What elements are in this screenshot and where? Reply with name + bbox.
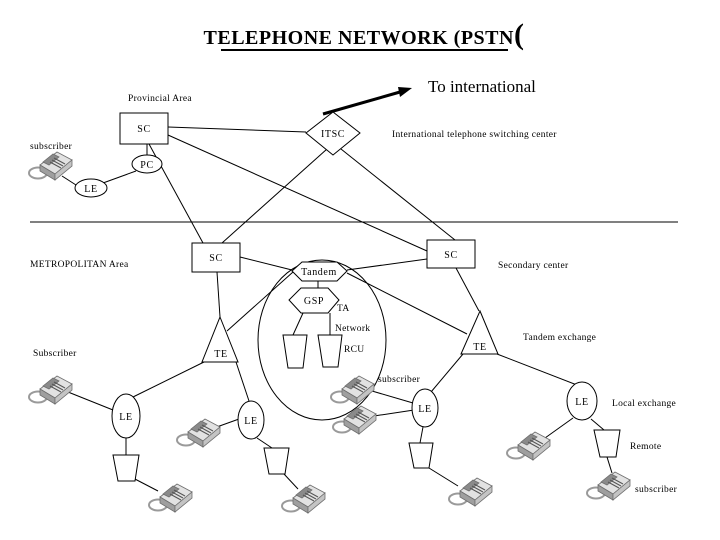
node-labels: SC ITSC PC LE SC SC Tandem GSP TE TE LE …	[84, 124, 588, 427]
te-left-label: TE	[214, 349, 227, 360]
phone-icon	[281, 484, 326, 514]
phone-icon	[332, 405, 377, 435]
sc-metro-left-label: SC	[209, 253, 222, 264]
links	[30, 126, 678, 492]
remote-label: Remote	[630, 442, 661, 452]
remote-unit2-trapezoid	[263, 447, 290, 475]
ta-label: TA	[337, 304, 350, 314]
link-remote-unit1-subscriber	[132, 477, 159, 492]
remote-unit3-trapezoid	[408, 442, 434, 469]
pc-oval	[131, 154, 163, 174]
remote-trapezoid	[593, 429, 621, 458]
link-remote-unit2-subscriber	[283, 473, 299, 490]
le-provincial-label: LE	[84, 184, 97, 195]
sc-metro-right-box	[426, 239, 476, 269]
subscriber-inner-label: subscriber	[378, 375, 421, 385]
phone-icon	[176, 418, 221, 448]
metro-network-ring	[257, 259, 387, 421]
itsc-diamond	[305, 111, 361, 156]
link-le2-remote-unit	[256, 437, 273, 449]
itsc-caption: International telephone switching center	[392, 130, 557, 140]
sc-provincial-box	[119, 112, 169, 145]
annotation-labels: To international Provincial Area Interna…	[30, 77, 678, 495]
link-gsp-rcu-left	[292, 312, 304, 336]
rcu-right-trapezoid	[317, 334, 343, 368]
metropolitan-area-label: METROPOLITAN Area	[30, 260, 129, 270]
to-international-arrow	[322, 87, 412, 116]
le-provincial-oval	[74, 178, 108, 198]
network-label: Network	[335, 324, 370, 334]
phone-icon	[28, 375, 73, 405]
remote-unit1-trapezoid	[112, 454, 140, 482]
tandem-label: Tandem	[301, 267, 337, 278]
link-msc-right-te-right	[455, 267, 480, 312]
subscriber-bottom-label: subscriber	[635, 485, 678, 495]
link-le4-remote	[590, 418, 605, 431]
secondary-center-label: Secondary center	[498, 261, 569, 271]
le4-label: LE	[575, 397, 588, 408]
link-itsc-metro-sc-right	[340, 148, 456, 241]
le1-oval	[111, 393, 141, 439]
le4-oval	[566, 381, 598, 421]
title-block: TELEPHONE NETWORK (PSTN(	[204, 18, 525, 51]
subscriber-metro-label: Subscriber	[33, 349, 77, 359]
link-tandem-msc-right	[346, 258, 428, 271]
le3-oval	[411, 388, 439, 428]
link-tandem-te-right	[346, 272, 468, 335]
page-title-paren: (	[514, 18, 525, 51]
sc-provincial-label: SC	[137, 124, 150, 135]
phone-icon	[506, 431, 551, 461]
arrowhead	[398, 87, 412, 97]
page-title-text: TELEPHONE NETWORK (PSTN	[204, 27, 514, 49]
tandem-hexagon	[291, 261, 348, 282]
link-msc-left-tandem	[239, 256, 293, 271]
link-subscriber-le3-a	[371, 390, 414, 404]
phone-icon	[28, 151, 73, 181]
phone-icon	[586, 471, 631, 501]
link-remote-unit3-subscriber	[428, 467, 459, 487]
link-te-left-le1	[132, 361, 205, 398]
link-te-right-le4	[496, 353, 578, 386]
link-subscriber-le1	[67, 391, 114, 411]
link-le-subscriber	[61, 175, 77, 186]
pc-label: PC	[140, 160, 153, 171]
phone-icon	[148, 483, 193, 513]
link-te-left-le2	[235, 361, 250, 402]
page-title: TELEPHONE NETWORK (PSTN(	[204, 18, 525, 51]
itsc-label: ITSC	[321, 129, 345, 140]
le3-label: LE	[418, 404, 431, 415]
to-international-label: To international	[428, 77, 536, 96]
gsp-label: GSP	[304, 296, 324, 307]
link-le4-subscriber	[544, 417, 574, 439]
shapes	[74, 111, 621, 482]
le2-oval	[237, 400, 265, 440]
le1-label: LE	[119, 412, 132, 423]
te-left-triangle	[201, 315, 239, 363]
tandem-exchange-label: Tandem exchange	[523, 333, 596, 343]
te-right-label: TE	[473, 342, 486, 353]
phone-icon	[330, 375, 375, 405]
sc-metro-left-box	[191, 242, 241, 273]
link-subscriber-le3-b	[373, 409, 415, 417]
link-remote-subscriber	[606, 456, 613, 474]
gsp-hexagon	[288, 287, 340, 314]
rcu-label: RCU	[344, 345, 364, 355]
link-pc-le	[102, 170, 137, 184]
te-right-triangle	[460, 309, 499, 355]
provincial-area-label: Provincial Area	[128, 94, 192, 104]
phone-icon	[448, 477, 493, 507]
subscriber-provincial-label: subscriber	[30, 142, 73, 152]
link-sc-itsc	[167, 126, 307, 133]
rcu-left-trapezoid	[282, 334, 308, 369]
link-itsc-metro-sc-left	[221, 148, 328, 244]
link-sc-metro-sc-right	[167, 134, 428, 252]
local-exchange-label: Local exchange	[612, 399, 676, 409]
link-msc-left-te-left	[216, 271, 221, 318]
sc-metro-right-label: SC	[444, 250, 457, 261]
le2-label: LE	[244, 416, 257, 427]
link-te-right-le3	[430, 353, 464, 393]
link-le3-remote-unit	[419, 426, 424, 444]
link-tandem-te-left	[226, 271, 294, 332]
